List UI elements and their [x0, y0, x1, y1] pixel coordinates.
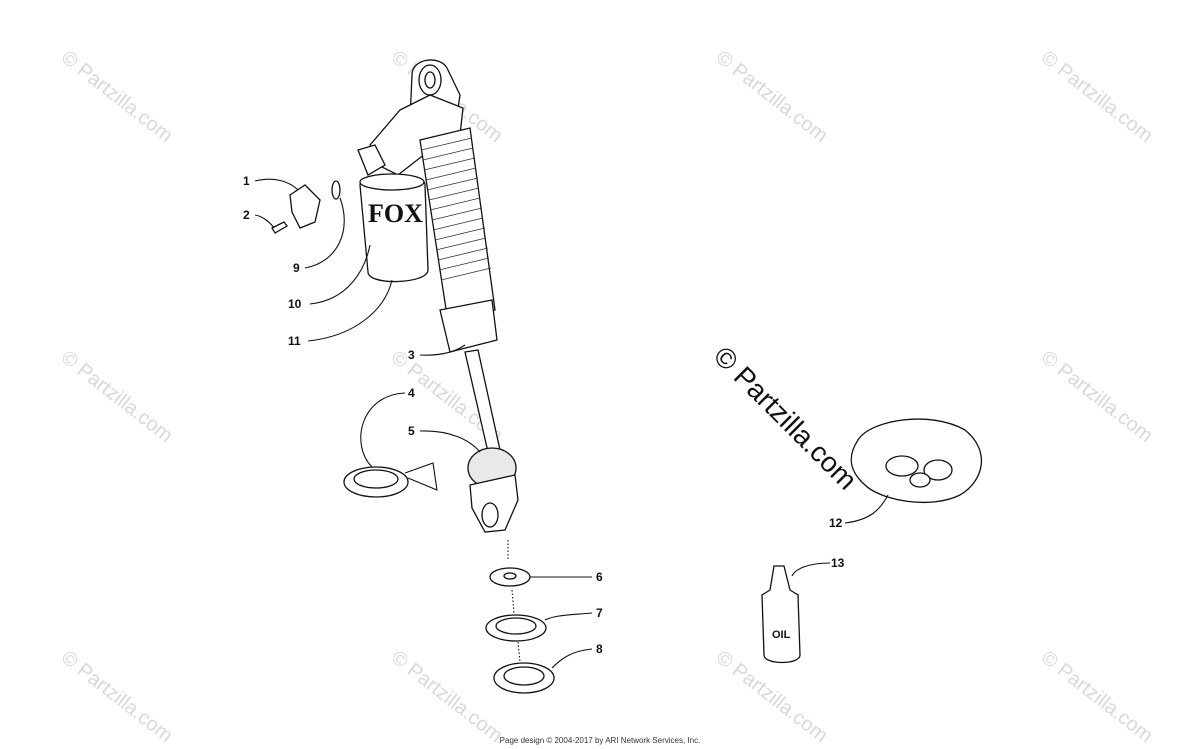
watermark: © Partzilla.com [1037, 47, 1157, 147]
watermark: © Partzilla.com [57, 47, 177, 147]
oil-bottle: OIL [761, 565, 801, 664]
callout-9: 9 [293, 261, 300, 275]
callout-8: 8 [596, 642, 603, 656]
watermark: © Partzilla.com [712, 47, 832, 147]
leader-lines [254, 178, 889, 669]
callout-6: 6 [596, 570, 603, 584]
callout-2: 2 [243, 208, 250, 222]
reservoir-canister: FOX [359, 173, 429, 283]
callout-5: 5 [408, 424, 415, 438]
callout-4: 4 [408, 386, 415, 400]
seal-kit [850, 418, 982, 504]
lock-nut-upper [485, 614, 547, 642]
washer [489, 567, 531, 587]
callout-3: 3 [408, 348, 415, 362]
watermark: © Partzilla.com [57, 647, 177, 747]
callout-12: 12 [829, 516, 843, 530]
oil-label: OIL [772, 629, 791, 641]
watermark: © Partzilla.com [1037, 647, 1157, 747]
shock-absorber [357, 59, 519, 533]
watermark: © Partzilla.com [1037, 347, 1157, 447]
callout-labels: 1 2 3 4 5 6 7 8 9 10 11 12 13 [243, 174, 845, 656]
callout-1: 1 [243, 174, 250, 188]
watermark-group: © Partzilla.com © Partzilla.com © Partzi… [57, 47, 1157, 747]
watermark: © Partzilla.com [387, 647, 507, 747]
callout-7: 7 [596, 606, 603, 620]
lock-nut-lower [493, 662, 555, 694]
page-footer: Page design © 2004-2017 by ARI Network S… [499, 736, 701, 745]
spring-ring [343, 466, 409, 498]
callout-11: 11 [288, 334, 301, 348]
adjuster-knob [271, 180, 341, 234]
callout-13: 13 [831, 556, 845, 570]
watermark: © Partzilla.com [57, 347, 177, 447]
watermark-main: © Partzilla.com [708, 340, 863, 495]
svg-text:FOX: FOX [368, 199, 423, 228]
callout-10: 10 [288, 297, 302, 311]
